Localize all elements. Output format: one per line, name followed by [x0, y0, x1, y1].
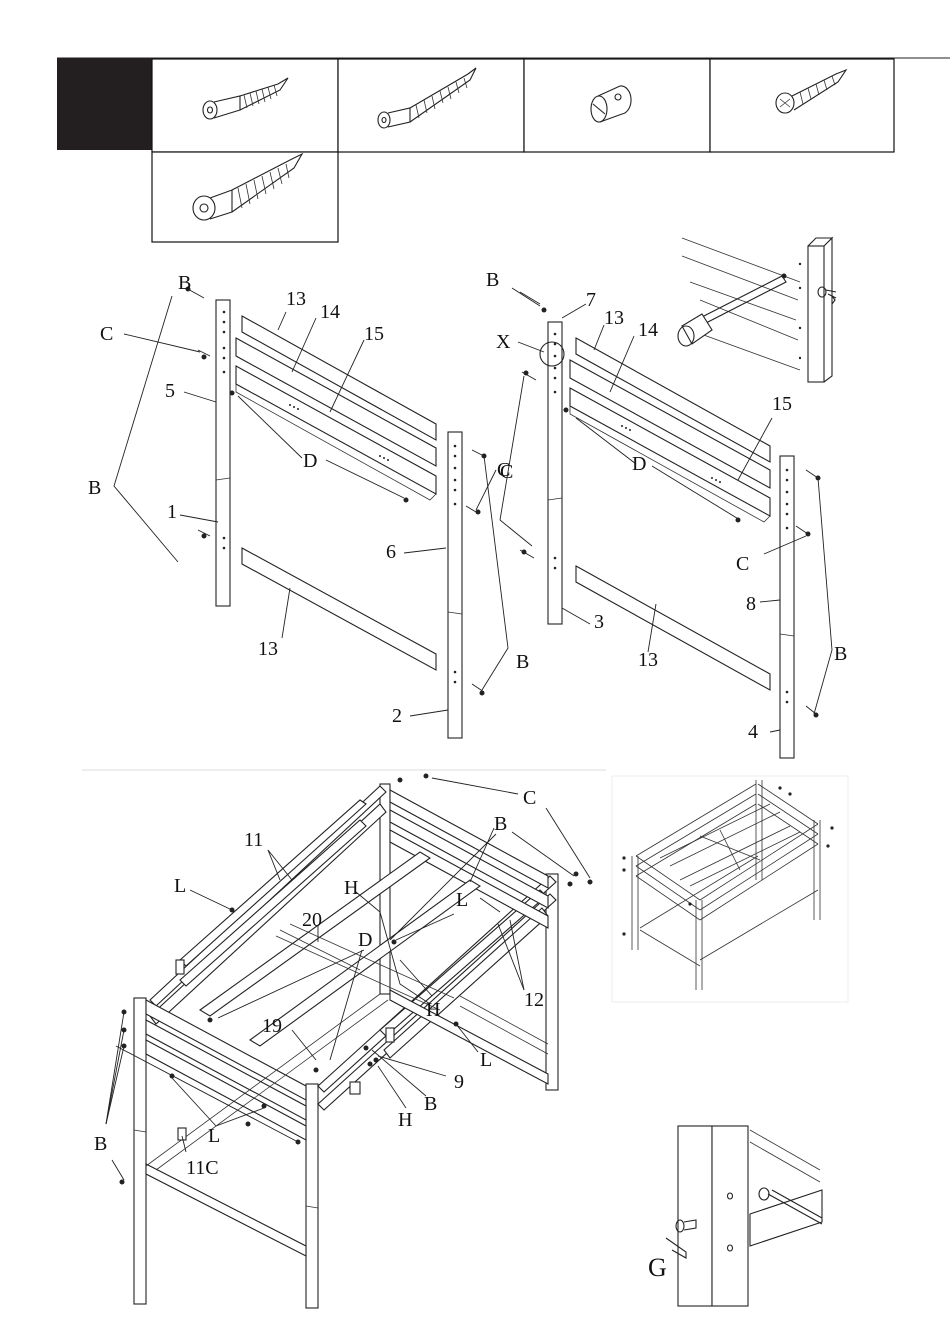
- label-post-3: 3: [594, 611, 604, 633]
- label-b-top-right: B: [486, 269, 499, 291]
- post-6-2: [448, 432, 462, 738]
- left-end-frame-diagram: B C 5 B 1 13 14 15 D C 6 13 B 2: [88, 272, 529, 738]
- label-rail-11: 11: [244, 829, 263, 851]
- label-b-mid: B: [424, 1093, 437, 1115]
- rail-14: [236, 338, 436, 466]
- post-8-4: [780, 456, 794, 758]
- label-dowel-d-right: D: [632, 453, 646, 475]
- label-post-6: 6: [386, 541, 396, 563]
- rail-15-right: [570, 388, 770, 516]
- label-dowel-d: D: [303, 450, 317, 472]
- label-c-top: C: [523, 787, 536, 809]
- front-left-post: [134, 998, 146, 1304]
- label-rail-14: 14: [320, 301, 340, 323]
- rail-13-low-right: [576, 566, 770, 690]
- hardware-cell-2: [338, 59, 524, 152]
- label-post-1: 1: [167, 501, 177, 523]
- label-b-low: B: [516, 651, 529, 673]
- detail-inset-top: [678, 234, 842, 382]
- detail-g-inset: G: [644, 1126, 824, 1306]
- label-d: D: [358, 929, 372, 951]
- label-g: G: [648, 1253, 667, 1282]
- post-5-1: [216, 300, 230, 606]
- label-rail-15-right: 15: [772, 393, 792, 415]
- assembled-preview-diagram: [612, 776, 848, 1002]
- label-post-7: 7: [586, 289, 596, 311]
- hardware-cell-1: [152, 59, 338, 152]
- hardware-table: [57, 58, 950, 242]
- label-rail-13-low: 13: [258, 638, 278, 660]
- label-b-top: B: [178, 272, 191, 294]
- inset-post: [808, 246, 824, 382]
- label-slat-20: 20: [302, 909, 322, 931]
- label-rail-13-top-right: 13: [604, 307, 624, 329]
- label-slat-19: 19: [262, 1015, 282, 1037]
- label-h-1: H: [344, 877, 358, 899]
- label-b-right: B: [834, 643, 847, 665]
- label-c-1: C: [100, 323, 113, 345]
- label-rail-12: 12: [524, 989, 544, 1011]
- label-post-8: 8: [746, 593, 756, 615]
- label-post-5: 5: [165, 380, 175, 402]
- rail-13-top: [242, 316, 436, 440]
- label-rail-14-right: 14: [638, 319, 658, 341]
- front-right-post: [306, 1084, 318, 1308]
- label-rail-13-top: 13: [286, 288, 306, 310]
- label-detail-x: X: [496, 331, 511, 353]
- label-h-2: H: [426, 999, 440, 1021]
- detail-g-post: [678, 1126, 712, 1306]
- label-post-2: 2: [392, 705, 402, 727]
- label-l-1: L: [174, 875, 186, 897]
- label-rail-15: 15: [364, 323, 384, 345]
- main-assembly-diagram: C B 11 L H L 20 D 12 H 19 L 9 B B H L 11…: [82, 770, 606, 1308]
- label-c-1-right: C: [500, 461, 513, 483]
- label-h-3: H: [398, 1109, 412, 1131]
- hardware-cell-5: [152, 152, 338, 242]
- rail-15: [236, 366, 436, 494]
- label-post-4: 4: [748, 721, 758, 743]
- label-c-2-right: C: [736, 553, 749, 575]
- step-number-block: [57, 58, 152, 150]
- label-post-9: 9: [454, 1071, 464, 1093]
- label-b-side: B: [88, 477, 101, 499]
- label-b-left: B: [94, 1133, 107, 1155]
- hardware-cell-3: [524, 59, 710, 152]
- label-l-3: L: [480, 1049, 492, 1071]
- label-rail-11c: 11C: [186, 1157, 219, 1179]
- label-l-2: L: [456, 889, 468, 911]
- label-l-4: L: [208, 1125, 220, 1147]
- label-b-top: B: [494, 813, 507, 835]
- label-rail-13-low-right: 13: [638, 649, 658, 671]
